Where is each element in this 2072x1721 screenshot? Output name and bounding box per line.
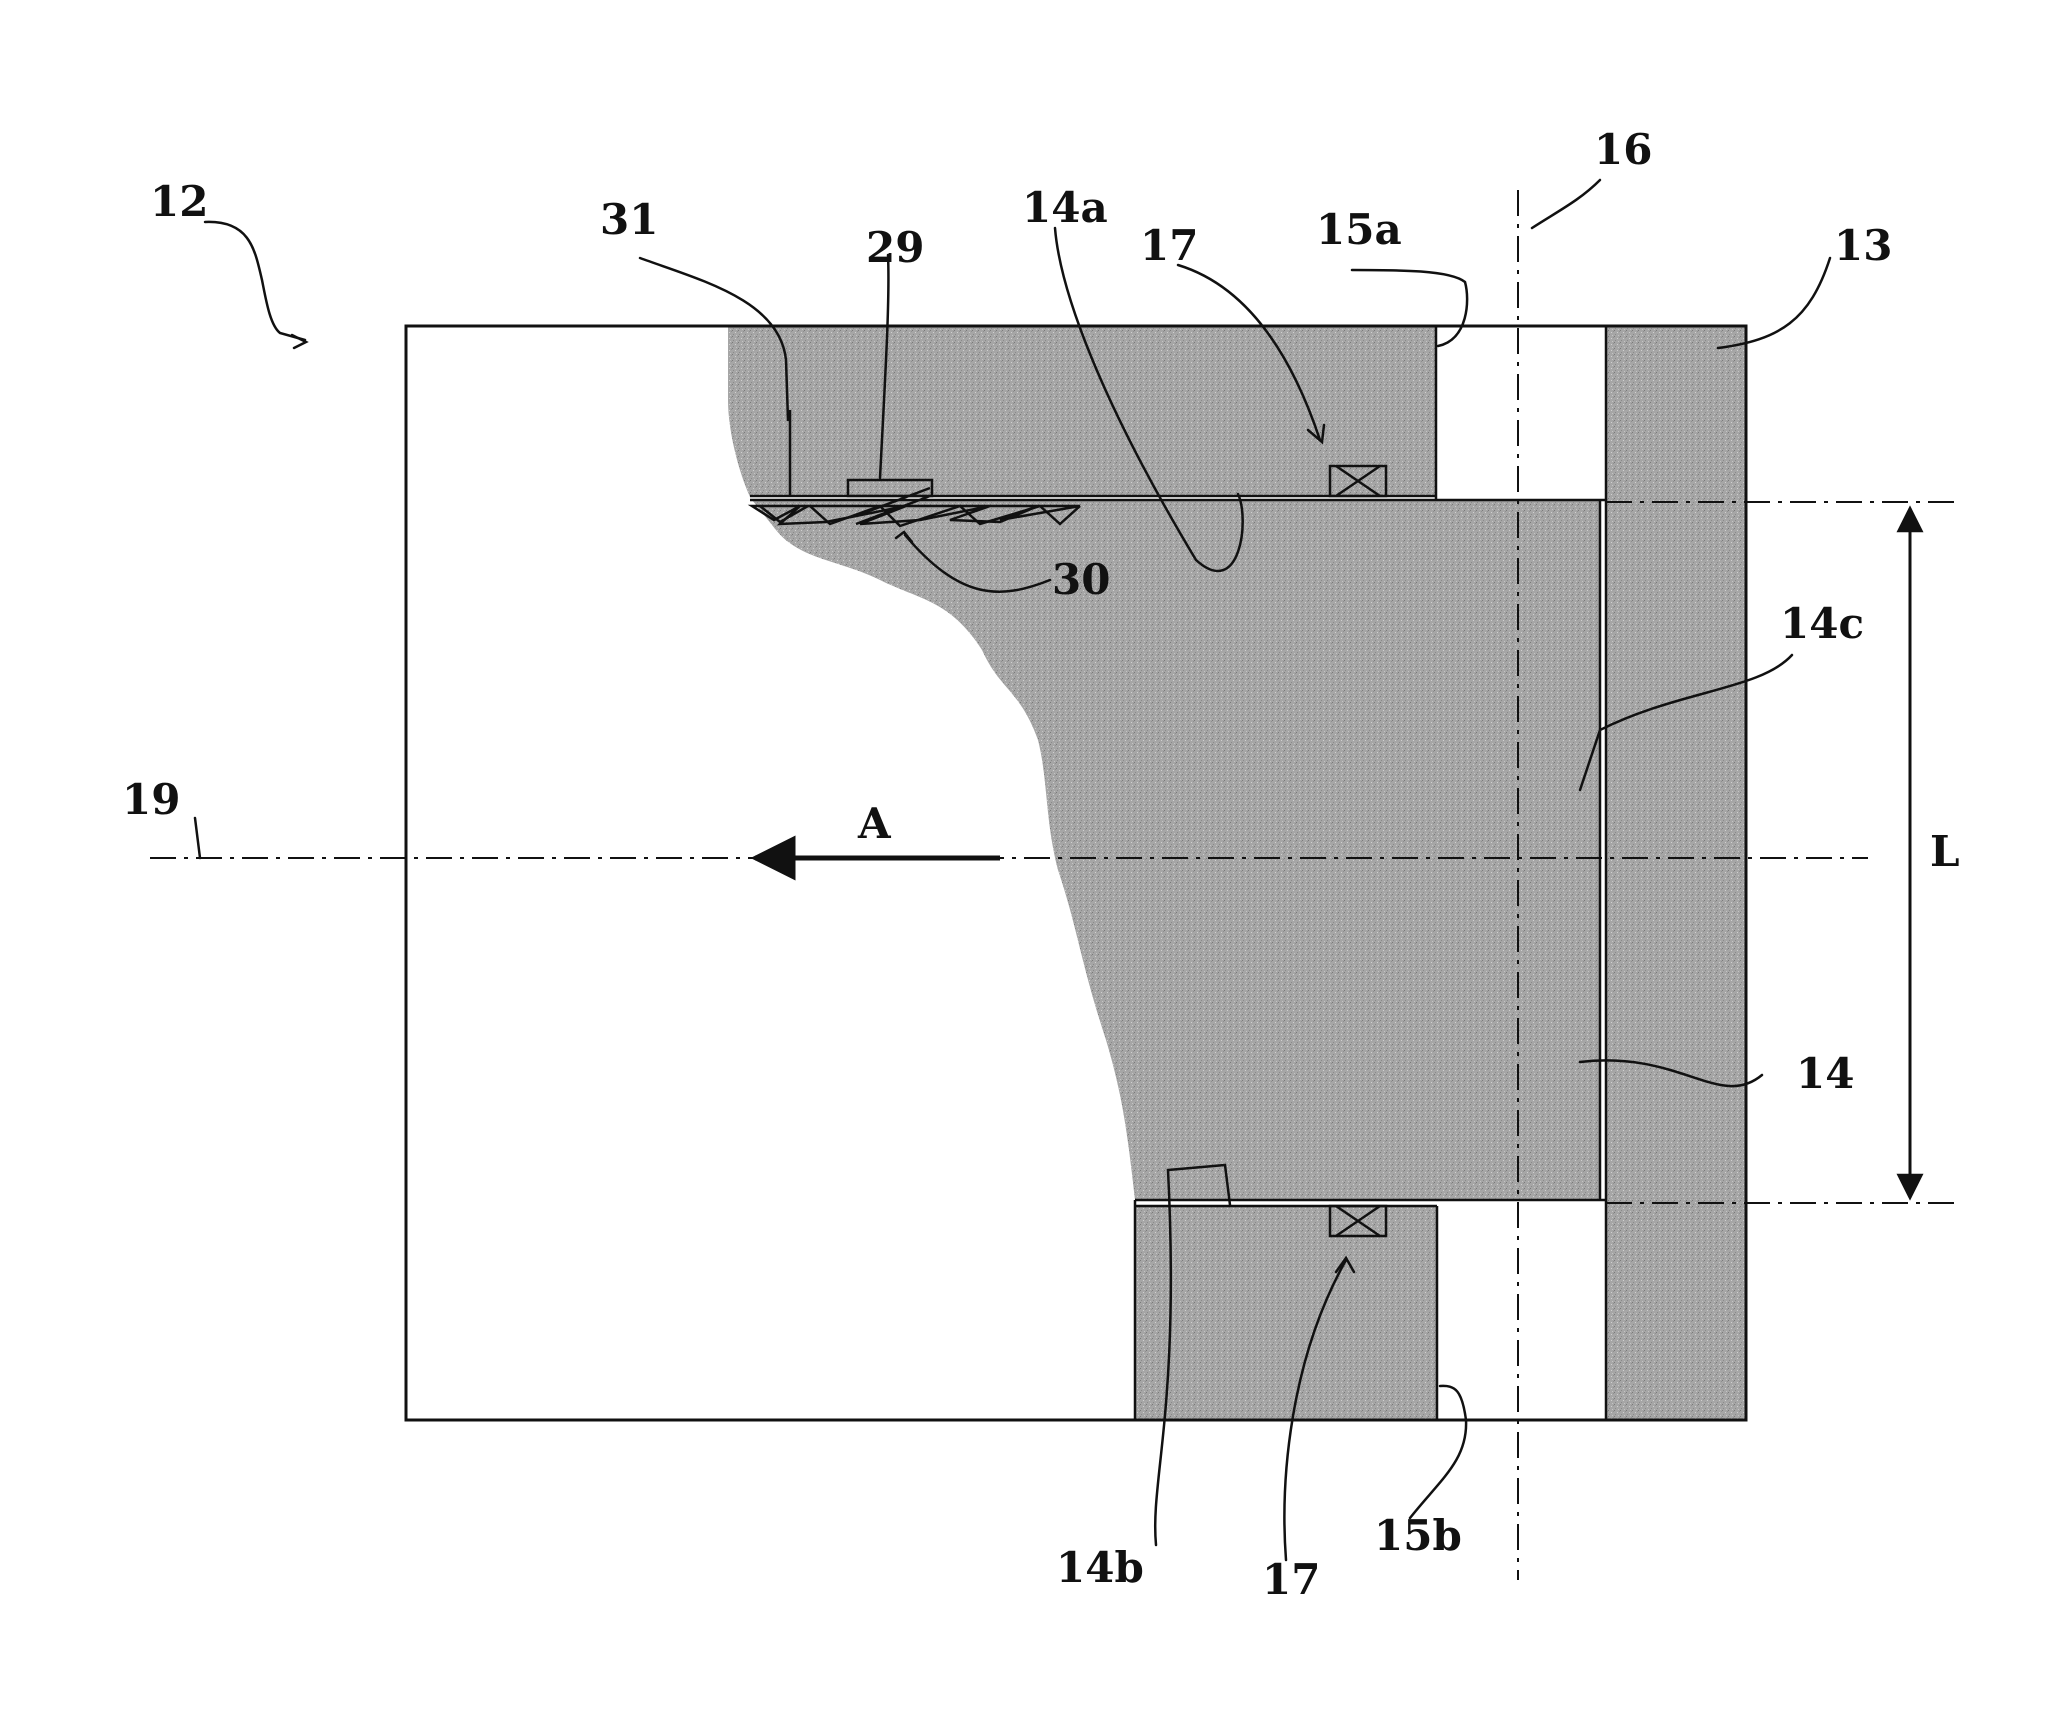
label-12: 12 <box>150 177 208 226</box>
label-31: 31 <box>600 195 658 244</box>
label-30: 30 <box>1052 555 1110 604</box>
label-17-lower: 17 <box>1262 1555 1320 1604</box>
shell-strip <box>1606 326 1746 1420</box>
label-13: 13 <box>1834 221 1892 270</box>
label-29: 29 <box>866 223 924 272</box>
label-17-upper: 17 <box>1140 221 1198 270</box>
label-14b: 14b <box>1056 1543 1144 1592</box>
lower-gray-band <box>1135 1206 1437 1420</box>
label-14a: 14a <box>1022 183 1108 232</box>
label-A: A <box>857 799 892 848</box>
label-19: 19 <box>122 775 180 824</box>
label-L: L <box>1930 827 1960 876</box>
bead-body <box>752 500 1600 1200</box>
label-14: 14 <box>1796 1049 1854 1098</box>
label-15b: 15b <box>1374 1511 1462 1560</box>
label-14c: 14c <box>1780 599 1864 648</box>
label-16: 16 <box>1594 125 1652 174</box>
label-15a: 15a <box>1316 205 1402 254</box>
